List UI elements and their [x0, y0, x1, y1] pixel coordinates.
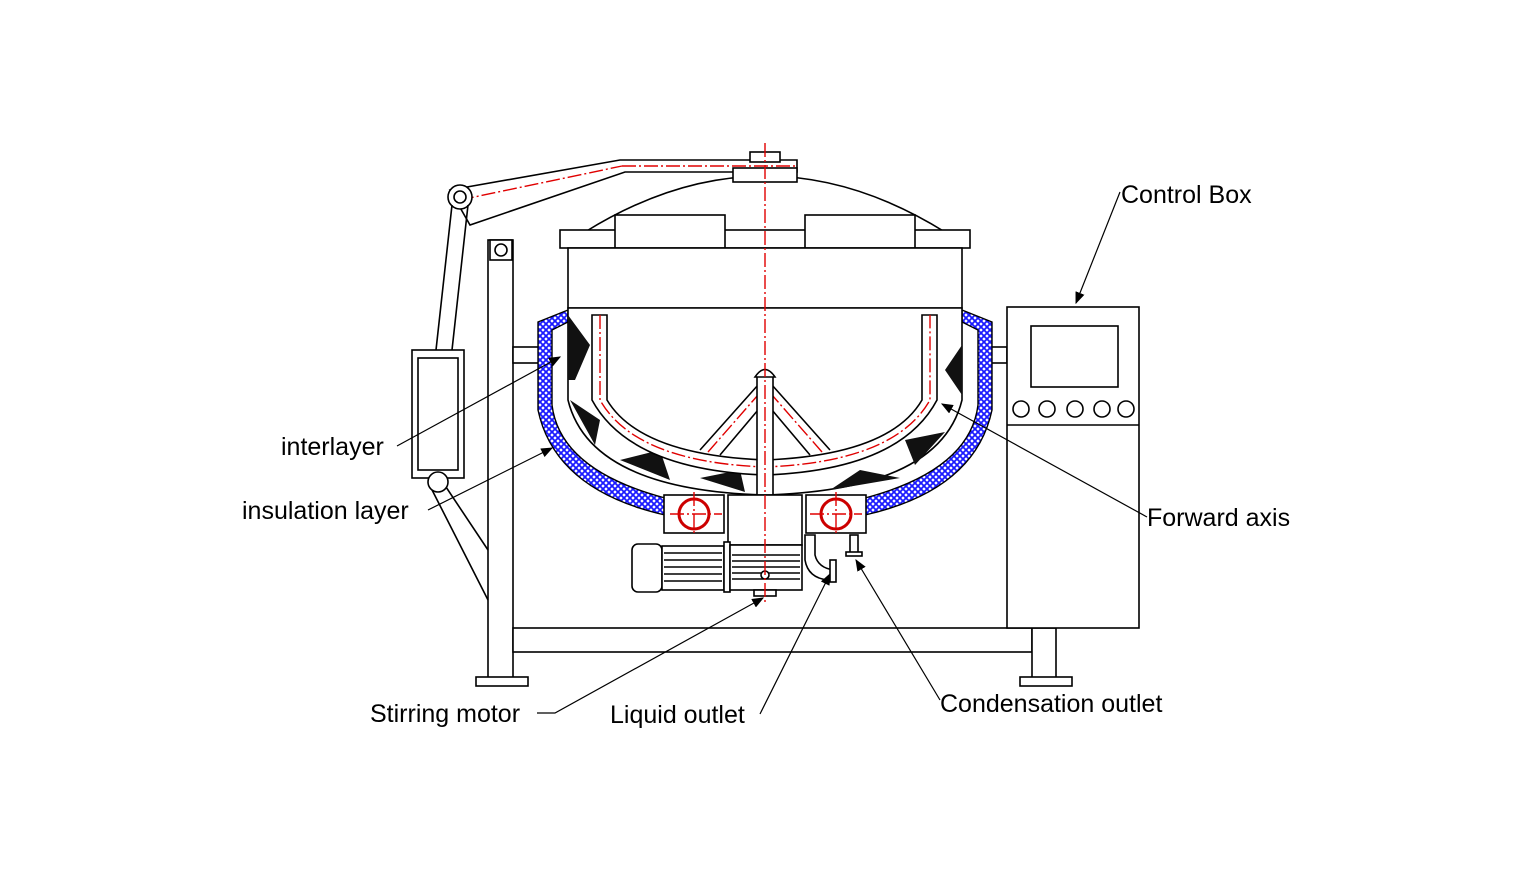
control-button — [1066, 400, 1084, 418]
control-screen — [1030, 325, 1119, 388]
label-stirring-motor: Stirring motor — [370, 700, 520, 728]
label-forward-axis: Forward axis — [1147, 504, 1290, 532]
control-box — [1006, 306, 1140, 629]
control-button — [1038, 400, 1056, 418]
leader-lines — [396, 191, 1148, 715]
label-liquid-outlet: Liquid outlet — [610, 701, 745, 729]
label-control-box: Control Box — [1121, 181, 1252, 209]
control-button — [1093, 400, 1111, 418]
label-condensation-outlet: Condensation outlet — [940, 690, 1162, 718]
control-button — [1012, 400, 1030, 418]
stirring-motor — [631, 541, 803, 597]
control-button — [1117, 400, 1135, 418]
label-interlayer: interlayer — [281, 433, 384, 461]
label-insulation-layer: insulation layer — [242, 497, 409, 525]
